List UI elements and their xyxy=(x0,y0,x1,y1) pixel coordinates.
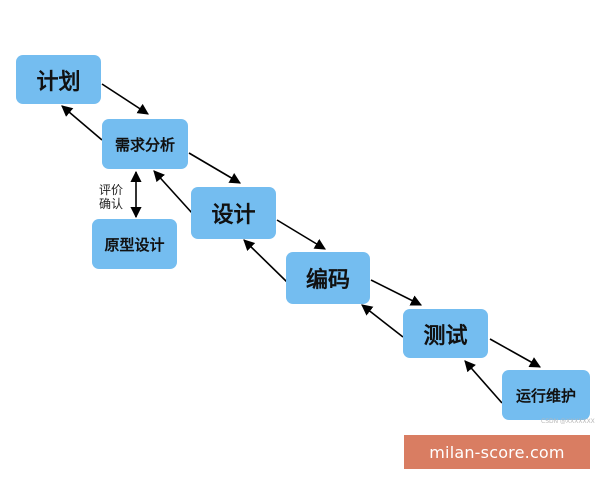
arrow-operations-to-testing xyxy=(464,360,503,404)
evaluate-confirm-label: 评价 确认 xyxy=(98,183,124,211)
node-plan: 计划 xyxy=(16,55,101,104)
node-prototype: 原型设计 xyxy=(92,219,177,269)
node-plan-label: 计划 xyxy=(36,69,81,95)
node-coding-label: 编码 xyxy=(305,268,350,293)
evaluate-label-line2: 确认 xyxy=(98,197,123,211)
arrow-requirements-to-plan xyxy=(61,105,103,141)
node-testing: 测试 xyxy=(403,309,488,358)
tiny-watermark: CSDN @XXXXXXX xyxy=(541,418,595,425)
arrow-design-to-requirements xyxy=(153,170,193,214)
node-design: 设计 xyxy=(191,187,276,239)
node-requirements: 需求分析 xyxy=(102,119,188,169)
arrow-coding-to-testing xyxy=(370,279,423,306)
arrow-testing-to-operations xyxy=(489,338,541,368)
evaluate-label-line1: 评价 xyxy=(98,183,123,197)
arrow-plan-to-requirements xyxy=(101,83,149,115)
watermark-banner[interactable]: milan-score.com xyxy=(404,435,590,469)
arrow-testing-to-coding xyxy=(361,304,404,338)
arrow-requirements-to-design xyxy=(188,152,241,184)
arrow-coding-to-design xyxy=(243,239,288,283)
node-prototype-label: 原型设计 xyxy=(104,235,165,254)
node-coding: 编码 xyxy=(286,252,370,304)
node-requirements-label: 需求分析 xyxy=(114,135,175,154)
node-design-label: 设计 xyxy=(211,203,256,228)
node-testing-label: 测试 xyxy=(423,323,468,349)
watermark-banner-text: milan-score.com xyxy=(429,442,565,462)
node-operations-label: 运行维护 xyxy=(515,386,576,405)
arrow-design-to-coding xyxy=(276,219,326,250)
node-operations: 运行维护 xyxy=(502,370,590,420)
